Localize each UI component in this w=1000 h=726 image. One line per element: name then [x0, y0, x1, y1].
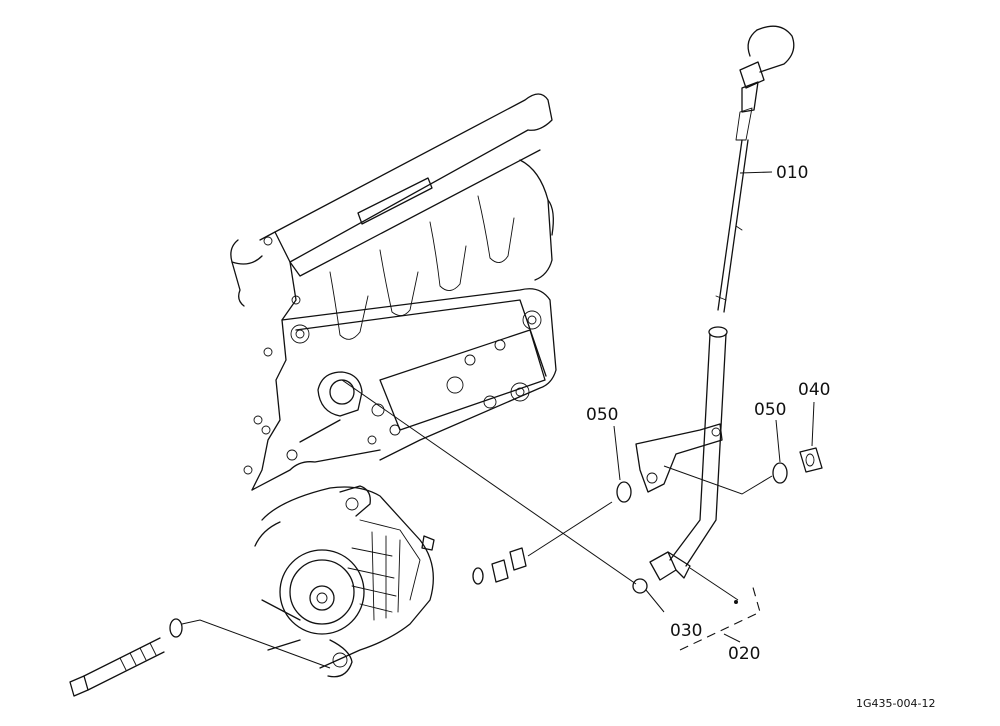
leader-020: [689, 567, 739, 601]
alternator: [254, 485, 435, 678]
alternator-nuts: [472, 547, 527, 585]
leader-030-label: [645, 589, 665, 613]
leader-050-right: [775, 419, 781, 463]
bracket-020: [679, 583, 761, 651]
callout-050-left: 050: [586, 405, 618, 425]
leader-bracket: [663, 465, 773, 495]
dipstick: [715, 25, 795, 313]
bolt-leader: [181, 619, 331, 669]
long-bolt: [69, 618, 183, 697]
callout-010: 010: [776, 163, 808, 183]
leader-050-left: [613, 425, 621, 481]
guide-tube: [635, 326, 728, 581]
washer-right: [772, 462, 788, 484]
callout-020: 020: [728, 644, 760, 664]
o-ring: [632, 578, 648, 594]
callout-050-right: 050: [754, 400, 786, 420]
washer-left: [616, 481, 632, 503]
nut-040: [799, 447, 823, 473]
leader-010: [739, 171, 773, 174]
leader-030: [341, 379, 637, 585]
leader-040: [811, 401, 815, 447]
callout-040: 040: [798, 380, 830, 400]
engine-block: [230, 93, 557, 491]
nut-leader: [527, 501, 613, 557]
drawing-reference: 1G435-004-12: [856, 697, 935, 710]
dot-020: [734, 600, 738, 604]
leader-020-label: [723, 633, 741, 643]
callout-030: 030: [670, 621, 702, 641]
